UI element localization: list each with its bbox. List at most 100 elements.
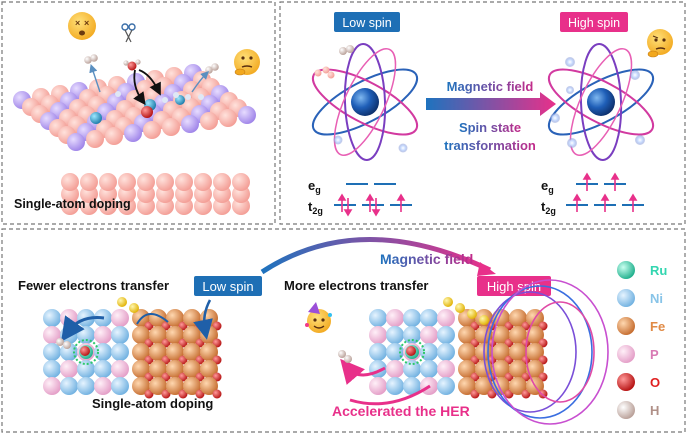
legend-label: Ru: [650, 263, 667, 278]
iron-atom: [183, 377, 201, 395]
slab-illustration: [13, 64, 256, 215]
nickel-atom: [77, 377, 95, 395]
nickel-atom: [437, 326, 455, 344]
nickel-atom: [94, 360, 112, 378]
spin-state-label-line1: Spin state: [459, 120, 521, 135]
nickel-atom: [94, 343, 112, 361]
iron-atom: [526, 343, 544, 361]
arrow: [133, 69, 146, 106]
dopant-atom: [90, 112, 102, 124]
legend-swatch: [617, 289, 635, 307]
legend-swatch: [617, 401, 635, 419]
hydrogen-molecule: [84, 54, 98, 64]
high-spin-heterostructure: [369, 297, 548, 399]
iron-atom: [492, 326, 510, 344]
nickel-atom: [111, 326, 129, 344]
arrow: [191, 71, 209, 93]
phosphorus-atom: [43, 326, 61, 344]
nickel-atom: [386, 343, 404, 361]
nickel-atom: [403, 360, 421, 378]
iron-atom: [200, 377, 218, 395]
dizzy-emoji-icon: × ×: [68, 12, 96, 40]
slab-atom: [137, 173, 155, 191]
bottom-left-caption: Single-atom doping: [92, 396, 213, 411]
iron-atom: [526, 326, 544, 344]
magnetic-field-lines: [483, 279, 609, 425]
low-spin-badge-label: Low spin: [342, 16, 391, 30]
water-molecule: [123, 59, 141, 71]
bottom-low-spin-badge: [194, 276, 262, 296]
panel-bottom-border: [1, 228, 686, 433]
slab-atom: [61, 173, 79, 191]
iron-atom: [458, 326, 476, 344]
nickel-atom: [437, 343, 455, 361]
nickel-atom: [111, 377, 129, 395]
electron: [115, 91, 121, 97]
slab-atom: [200, 112, 218, 130]
panel-top-left-border: [1, 1, 276, 225]
slab-atom: [118, 173, 136, 191]
phosphorus-atom: [60, 360, 78, 378]
electron: [162, 97, 168, 103]
arrow: [193, 299, 213, 340]
nickel-atom: [369, 343, 387, 361]
legend-label: Fe: [650, 319, 665, 334]
iron-atom: [132, 326, 150, 344]
iron-atom: [149, 360, 167, 378]
electron: [467, 309, 477, 319]
slab-atom: [86, 130, 104, 148]
high-spin-atom: [547, 43, 655, 161]
high-spin-badge: [560, 12, 628, 32]
nickel-atom: [43, 343, 61, 361]
iron-atom: [149, 326, 167, 344]
phosphorus-atom: [386, 360, 404, 378]
iron-atom: [509, 309, 527, 327]
right-title: More electrons transfer: [284, 278, 429, 293]
electron: [173, 92, 179, 98]
iron-atom: [200, 343, 218, 361]
iron-atom: [526, 360, 544, 378]
nickel-atom: [403, 309, 421, 327]
legend-label: P: [650, 347, 659, 362]
arrow: [138, 69, 161, 96]
phosphorus-atom: [386, 309, 404, 327]
oxygen-atom: [80, 346, 90, 356]
slab-atom: [124, 124, 142, 142]
svg-text:×: ×: [75, 18, 80, 28]
svg-text:t2g: t2g: [541, 199, 556, 216]
legend-label: O: [650, 375, 660, 390]
electron: [185, 94, 191, 100]
bottom-magnetic-field-label: Magnetic field: [380, 251, 473, 267]
arrow: [89, 64, 101, 93]
nickel-atom: [420, 343, 438, 361]
svg-text:eg: eg: [541, 178, 554, 195]
spin-state-label-line2: transformation: [444, 138, 536, 153]
scissors-icon: [121, 23, 136, 43]
nickel-atom: [111, 343, 129, 361]
phosphorus-atom: [420, 326, 438, 344]
iron-atom: [458, 343, 476, 361]
iron-atom: [492, 360, 510, 378]
nickel-atom: [437, 377, 455, 395]
oxygen-atom: [406, 346, 416, 356]
high-spin-orbital-diagram: eg t2g: [541, 172, 644, 216]
legend-swatch: [617, 261, 635, 279]
iron-atom: [458, 377, 476, 395]
bottom-high-spin-badge-label: High spin: [487, 279, 541, 294]
low-spin-orbital-diagram: eg t2g: [308, 178, 412, 217]
slab-atom: [99, 173, 117, 191]
iron-atom: [166, 343, 184, 361]
hydrogen-molecule: [56, 338, 71, 349]
slab-atom: [162, 118, 180, 136]
electron: [117, 297, 127, 307]
nickel-atom: [386, 326, 404, 344]
iron-atom: [132, 343, 150, 361]
slab-atom: [156, 173, 174, 191]
thinking-emoji-icon: [647, 29, 673, 58]
dopant-highlight: [399, 339, 425, 365]
nickel-atom: [43, 309, 61, 327]
iron-atom: [200, 360, 218, 378]
iron-atom: [509, 360, 527, 378]
